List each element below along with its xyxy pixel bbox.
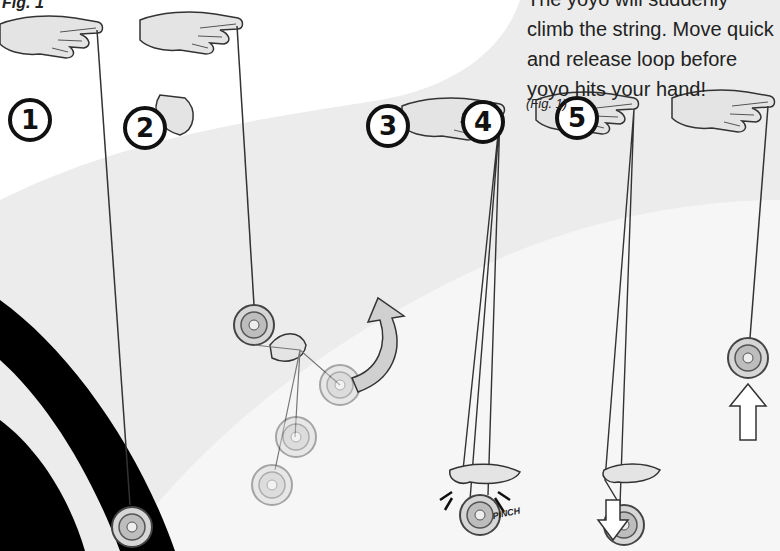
step-number-circle: 2	[123, 106, 167, 150]
step-number: 5	[568, 105, 586, 131]
yoyo	[234, 305, 274, 345]
decor-swoosh	[0, 420, 85, 551]
background-swoosh	[120, 200, 780, 551]
rotation-arrow	[352, 298, 404, 392]
yoyo-motion	[276, 417, 316, 457]
yoyo	[112, 507, 152, 547]
figure-label: Fig. 1	[2, 0, 122, 12]
step-number-circle: 1	[8, 98, 52, 142]
string	[237, 26, 254, 305]
string	[462, 115, 500, 500]
yoyo-motion	[252, 465, 292, 505]
string	[750, 106, 768, 338]
pinching-hand	[450, 464, 520, 483]
hand	[0, 16, 103, 58]
up-arrow	[730, 384, 766, 440]
hand	[603, 464, 660, 483]
down-arrow	[598, 500, 628, 540]
string	[605, 109, 634, 505]
step-number: 1	[21, 107, 39, 133]
string	[97, 30, 130, 505]
decor-swoosh	[0, 300, 175, 551]
background-swoosh	[0, 0, 520, 200]
string	[254, 345, 340, 470]
yoyo-motion	[320, 365, 360, 405]
hand	[140, 12, 243, 54]
step-number-circle: 4	[461, 100, 505, 144]
yoyo	[728, 338, 768, 378]
figure-reference: (Fig. 1)	[526, 96, 606, 111]
instruction-text: The yoyo will suddenly climb the string.…	[527, 0, 777, 104]
step-number: 3	[379, 113, 397, 139]
step-number: 4	[474, 109, 492, 135]
step-number: 2	[136, 115, 154, 141]
step-number-circle: 3	[366, 104, 410, 148]
